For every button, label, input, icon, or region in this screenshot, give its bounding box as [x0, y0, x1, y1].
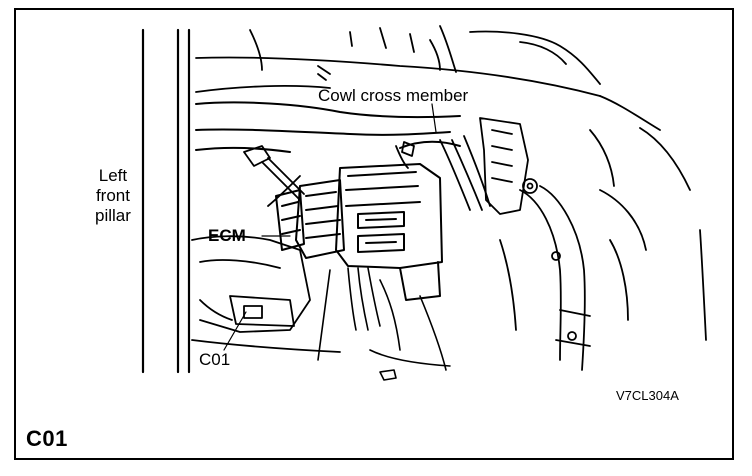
pillar-label-line-1: Left	[98, 166, 128, 185]
ecm-label: ECM	[208, 226, 246, 245]
diagram-frame	[14, 8, 734, 460]
cowl-cross-member	[195, 101, 461, 153]
leader-lines	[223, 103, 437, 351]
figure-title: C01	[26, 426, 68, 451]
left-front-pillar	[141, 28, 191, 374]
ecm-unit	[275, 163, 443, 301]
reference-code: V7CL304A	[616, 388, 679, 403]
left-front-pillar-label: Left front pillar	[95, 166, 131, 226]
upper-cable	[267, 141, 415, 207]
ecm-bracket	[191, 235, 341, 353]
bracket-right	[499, 129, 647, 371]
mounting-bolt	[243, 145, 305, 201]
pillar-label-line-2: front	[95, 186, 130, 205]
wiring-bundle-lower	[317, 267, 451, 381]
harness-right	[439, 117, 538, 215]
cowl-cross-member-label: Cowl cross member	[318, 86, 469, 105]
connector-c01-label: C01	[199, 350, 231, 369]
dashboard-outline	[195, 25, 707, 341]
pillar-label-line-3: pillar	[95, 206, 131, 225]
